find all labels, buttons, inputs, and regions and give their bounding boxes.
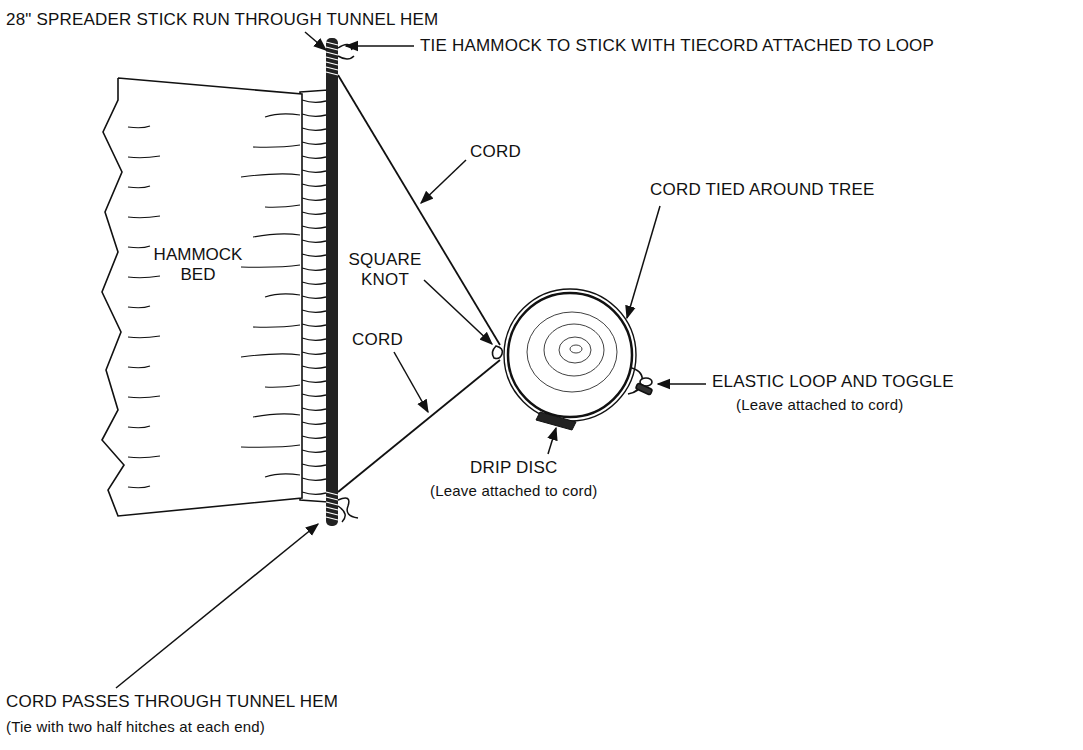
callout-label: CORD TIED AROUND TREE <box>650 180 875 200</box>
callout-label: (Leave attached to cord) <box>736 396 903 413</box>
cords <box>338 75 500 492</box>
callout-label: 28" SPREADER STICK RUN THROUGH TUNNEL HE… <box>6 10 438 30</box>
callout-label: CORD <box>352 330 403 350</box>
callout-label: CORD PASSES THROUGH TUNNEL HEM <box>6 692 338 712</box>
square-knot <box>492 346 502 359</box>
hammock-bed: HAMMOCK BED <box>88 70 303 522</box>
callout-label: (Tie with two half hitches at each end) <box>6 718 265 735</box>
hammock-outline <box>88 70 303 522</box>
tree-section <box>504 289 636 421</box>
callout-label: ELASTIC LOOP AND TOGGLE <box>712 372 954 392</box>
callout-label: TIE HAMMOCK TO STICK WITH TIECORD ATTACH… <box>420 36 934 56</box>
elastic-loop-toggle <box>628 368 653 395</box>
callout-label: SQUARE KNOT <box>346 250 424 289</box>
callout-label: CORD <box>470 142 521 162</box>
upper-cord <box>338 75 500 345</box>
tunnel-hem <box>300 90 328 502</box>
spreader-stick <box>326 38 358 526</box>
drip-disc <box>536 412 576 430</box>
callout-label: DRIP DISC <box>470 458 557 478</box>
callout-label: (Leave attached to cord) <box>430 482 597 499</box>
node-label: HAMMOCK BED <box>148 245 248 286</box>
